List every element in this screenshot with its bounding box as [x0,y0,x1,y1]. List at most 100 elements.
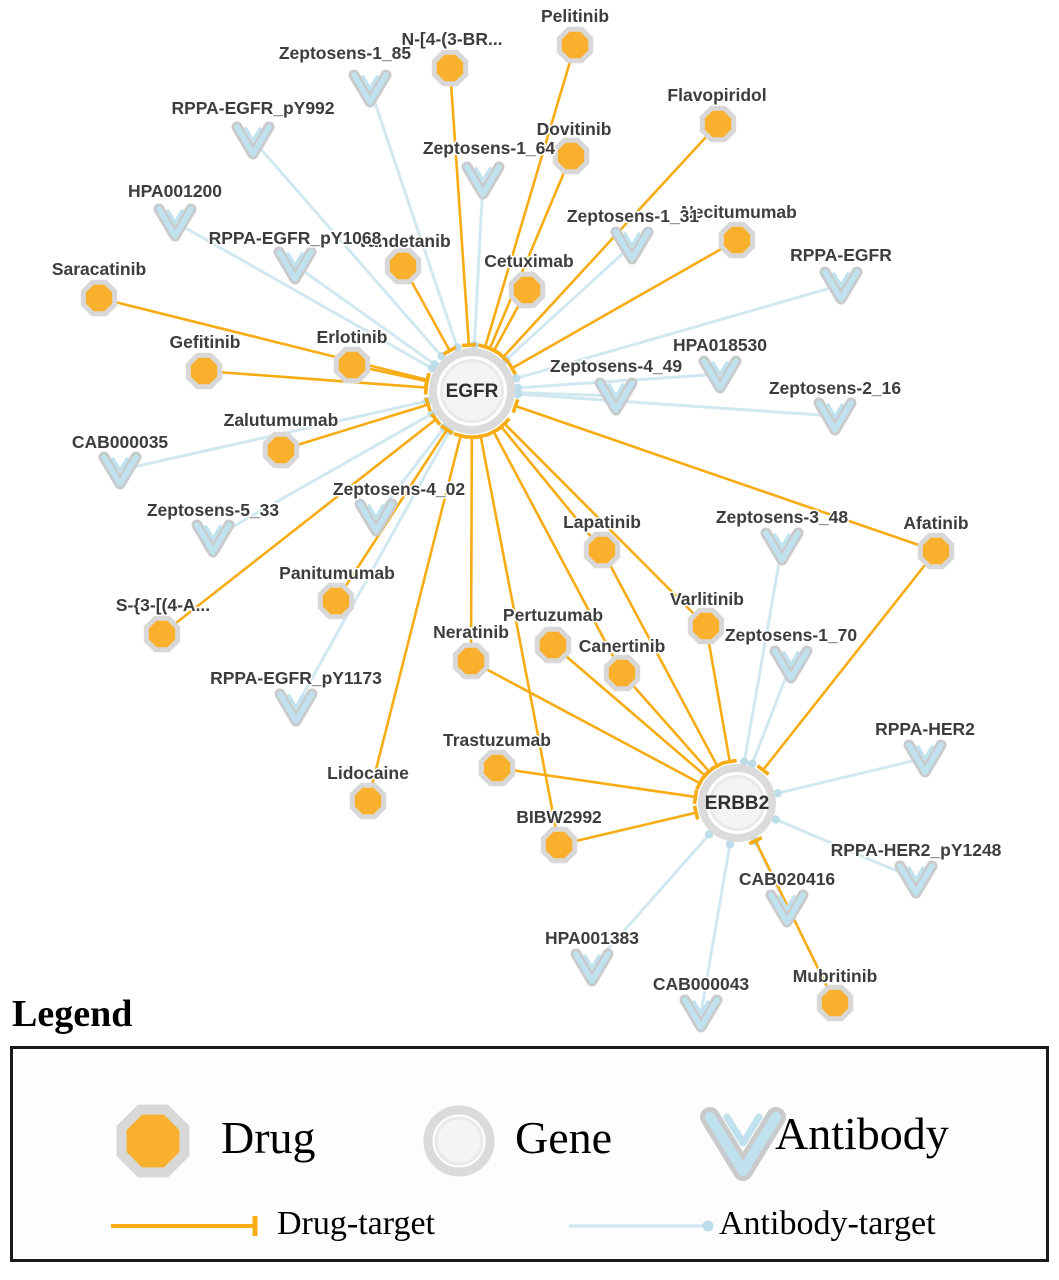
drug-target-edge-bibw2992-egfr [479,435,561,846]
antibody-target-dot [771,815,780,824]
drug-node-canertinib [603,654,641,692]
drug-node-mubritinib [816,984,854,1022]
legend-box: Drug Gene Antibody Drug-target Antibody-… [10,1046,1049,1262]
node-label-gefitinib: Gefitinib [170,332,241,352]
drug-target-tee [461,342,476,348]
antibody-node-zeptosens-2-16 [813,397,857,436]
drug-target-tee [440,424,454,435]
antibody-node-zeptosens-4-02 [354,498,398,537]
node-label-canertinib: Canertinib [579,636,666,656]
node-label-varlitinib: Varlitinib [670,589,744,609]
antibody-node-cab000043 [679,994,723,1033]
antibody-node-zeptosens-1-31 [610,226,654,265]
drug-target-tee [702,765,716,778]
drug-node-vandetanib [384,247,422,285]
drug-target-tee [442,345,457,356]
antibody-target-edge-zeptosens-1-70-erbb2 [750,663,793,765]
node-label-zeptosens-2-16: Zeptosens-2_16 [769,378,902,398]
antibody-target-edge-zeptosens-2-16-egfr [517,392,836,418]
node-label-cab000043: CAB000043 [653,974,750,994]
antibody-node-zeptosens-3-48 [760,527,804,566]
drug-target-tee [473,433,488,440]
drug-target-tee [722,758,737,765]
drug-target-edge-dovitinib-egfr [488,155,573,350]
legend-antibody-label: Antibody [775,1108,949,1159]
gene-label-erbb2: ERBB2 [705,793,769,814]
antibody-target-dot [704,830,714,839]
drug-node-erlotinib [333,346,371,384]
drug-node-afatinib [917,532,955,570]
drug-node-lapatinib [583,531,621,569]
antibody-node-rppa-her2-py1248 [894,860,938,899]
drug-target-edge-varlitinib-egfr [503,422,707,627]
antibody-target-edge-hpa001200-egfr [174,220,433,370]
drug-target-edge-zalutumumab-egfr [280,403,429,452]
gene-legend-icon [423,1105,495,1177]
antibody-node-rppa-egfr-py1068 [273,246,317,285]
node-label-rppa-egfr-py1173: RPPA-EGFR_pY1173 [210,668,382,688]
node-label-trastuzumab: Trastuzumab [443,730,551,750]
node-label-bibw2992: BIBW2992 [516,807,602,827]
drug-target-edge-varlitinib-erbb2 [704,625,732,762]
antibody-node-rppa-egfr-py992 [231,121,275,160]
node-label-rppa-her2-py1248: RPPA-HER2_pY1248 [831,840,1002,860]
node-label-lidocaine: Lidocaine [327,763,409,783]
node-label-zeptosens-1-85: Zeptosens-1_85 [279,43,412,63]
drug-node-flavopiridol [699,105,737,143]
drug-target-edge-lapatinib-egfr [500,425,604,551]
drug-node-lidocaine [349,782,387,820]
node-label-vandetanib: Vandetanib [357,231,450,251]
drug-target-edge-lapatinib-erbb2 [600,549,719,767]
antibody-node-cab000035 [98,451,142,490]
antibody-target-dot [740,757,749,766]
node-label-dovitinib: Dovitinib [537,119,612,139]
legend-title: Legend [12,993,133,1035]
drug-target-tee [695,776,705,791]
drug-target-tee [423,374,431,389]
antibody-target-edge-rppa-egfr-py1068-egfr [294,263,436,366]
antibody-target-edge-hpa018530-egfr [517,372,721,390]
node-label-pelitinib: Pelitinib [541,6,609,26]
node-label-cetuximab: Cetuximab [484,251,573,271]
antibody-node-rppa-egfr [819,266,863,305]
antibody-target-edge-zeptosens-1-31-egfr [504,243,634,362]
node-label-zeptosens-5-33: Zeptosens-5_33 [147,500,280,520]
node-label-zeptosens-1-31: Zeptosens-1_31 [567,206,700,226]
node-label-rppa-egfr-py1068: RPPA-EGFR_pY1068 [209,228,382,248]
antibody-target-edge-cab000043-erbb2 [699,844,732,1014]
gene-label-egfr: EGFR [446,381,499,402]
drug-target-edge-s-3-4-a-egfr [161,418,437,636]
node-label-neratinib: Neratinib [433,622,509,642]
legend-gene-label: Gene [515,1112,613,1163]
legend-drug-target-label: Drug-target [277,1205,435,1242]
node-label-afatinib: Afatinib [903,513,968,533]
antibody-node-cab020416 [765,889,809,928]
antibody-target-edge-rppa-egfr-py1173-egfr [294,430,451,708]
antibody-target-edge-rppa-her2-py1248-erbb2 [775,818,917,881]
antibody-target-edge-hpa001383-erbb2 [590,833,711,968]
drug-target-tee [692,789,699,805]
node-label-zeptosens-1-64: Zeptosens-1_64 [423,138,556,158]
drug-node-pertuzumab [534,626,572,664]
node-label-zeptosens-4-49: Zeptosens-4_49 [550,356,683,376]
drug-node-pelitinib [556,26,594,64]
drug-target-legend-line [111,1216,258,1236]
node-layer [80,26,955,1033]
drug-legend-icon [116,1104,190,1178]
node-label-zeptosens-1-70: Zeptosens-1_70 [725,625,858,645]
drug-node-necitumumab [718,221,756,259]
node-label-necitumumab: Necitumumab [681,202,797,222]
antibody-node-hpa001200 [153,203,197,242]
drug-target-edge-canertinib-egfr [492,431,624,674]
node-label-s-3-4-a: S-{3-[(4-A... [116,595,210,615]
node-label-hpa001200: HPA001200 [128,181,222,201]
node-label-erlotinib: Erlotinib [317,327,388,347]
drug-target-edge-canertinib-erbb2 [621,672,711,773]
drug-target-tee [756,764,770,776]
drug-target-tee [506,361,517,376]
drug-node-gefitinib [185,352,223,390]
drug-target-edge-n-4-3-br-egfr [448,67,471,346]
node-label-cab000035: CAB000035 [72,432,169,452]
drug-target-edge-necitumumab-egfr [511,238,738,370]
